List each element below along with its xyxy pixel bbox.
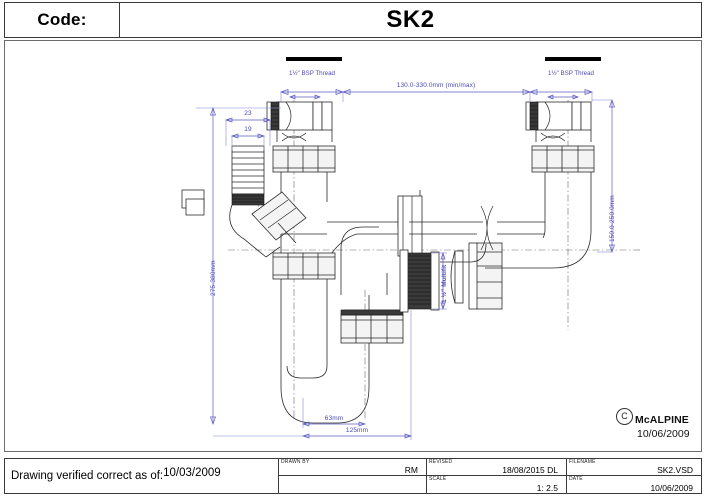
filename-label: FILENAME xyxy=(569,459,596,465)
date-label: DATE xyxy=(569,476,583,482)
filename-sub: FILENAME SK2.VSD xyxy=(567,459,701,476)
filename-date-cell: FILENAME SK2.VSD DATE 10/06/2009 xyxy=(567,459,701,493)
company-name: McALPINE xyxy=(635,414,689,426)
verified-date: 10/03/2009 xyxy=(163,467,221,479)
title-block: Drawing verified correct as of: 10/03/20… xyxy=(4,458,702,494)
left-inlet-assembly xyxy=(266,101,336,234)
code-label: Code: xyxy=(37,10,87,29)
dim-right-height: 150.0-250.0mm xyxy=(609,195,616,242)
product-code: SK2 xyxy=(386,6,435,33)
verified-cell: Drawing verified correct as of: 10/03/20… xyxy=(5,459,279,493)
copyright-date: 10/06/2009 xyxy=(637,428,690,440)
hose-nozzle xyxy=(229,145,307,258)
revised-value: 18/08/2015 DL xyxy=(502,465,558,475)
header-bar: Code: SK2 xyxy=(4,2,702,38)
filename-value: SK2.VSD xyxy=(657,465,693,475)
dim-left-thread: 1½" BSP Thread xyxy=(289,70,335,77)
blanking-cap xyxy=(181,189,205,216)
horizontal-link-pipe xyxy=(409,205,545,263)
dim-multifit: 1 ½" Multifit xyxy=(441,264,448,303)
right-inlet-assembly xyxy=(485,101,595,269)
scale-value: 1: 2.5 xyxy=(536,483,558,493)
product-code-cell: SK2 xyxy=(120,3,701,37)
dim-left-height: 275-380mm xyxy=(210,260,217,296)
dim-top-span: 130.0-330.0mm (min/max) xyxy=(396,82,476,89)
scale-sub: SCALE 1: 2.5 xyxy=(427,476,566,493)
revised-sub: REVISED 18/08/2015 DL xyxy=(427,459,566,476)
dimension-lines xyxy=(196,89,615,440)
multifit-outlet xyxy=(397,190,503,313)
date-sub: DATE 10/06/2009 xyxy=(567,476,701,493)
drawn-by-blank xyxy=(279,476,426,493)
verified-label: Drawing verified correct as of: xyxy=(11,470,164,482)
dim-right-thread: 1½" BSP Thread xyxy=(548,70,594,77)
drawn-by-sub: DRAWN BY RM xyxy=(279,459,426,476)
revised-scale-cell: REVISED 18/08/2015 DL SCALE 1: 2.5 xyxy=(427,459,567,493)
thread-bar-left xyxy=(286,57,342,61)
u-trap xyxy=(280,226,404,424)
dim-trap-width: 125mm xyxy=(345,427,369,434)
tee-body xyxy=(272,221,409,280)
drawn-by-label: DRAWN BY xyxy=(281,459,310,465)
copyright-icon: C xyxy=(616,408,633,425)
drawing-frame xyxy=(4,40,702,452)
dim-trap-depth: 63mm xyxy=(324,415,344,422)
dim-nozzle-outer: 23 xyxy=(244,110,252,117)
date-value: 10/06/2009 xyxy=(650,483,693,493)
thread-bar-right xyxy=(545,57,601,61)
drawn-by-value: RM xyxy=(404,465,418,475)
revised-label: REVISED xyxy=(429,459,453,465)
code-label-cell: Code: xyxy=(5,3,120,37)
dim-nozzle-inner: 19 xyxy=(244,126,252,133)
drawn-by-cell: DRAWN BY RM xyxy=(279,459,427,493)
scale-label: SCALE xyxy=(429,476,447,482)
